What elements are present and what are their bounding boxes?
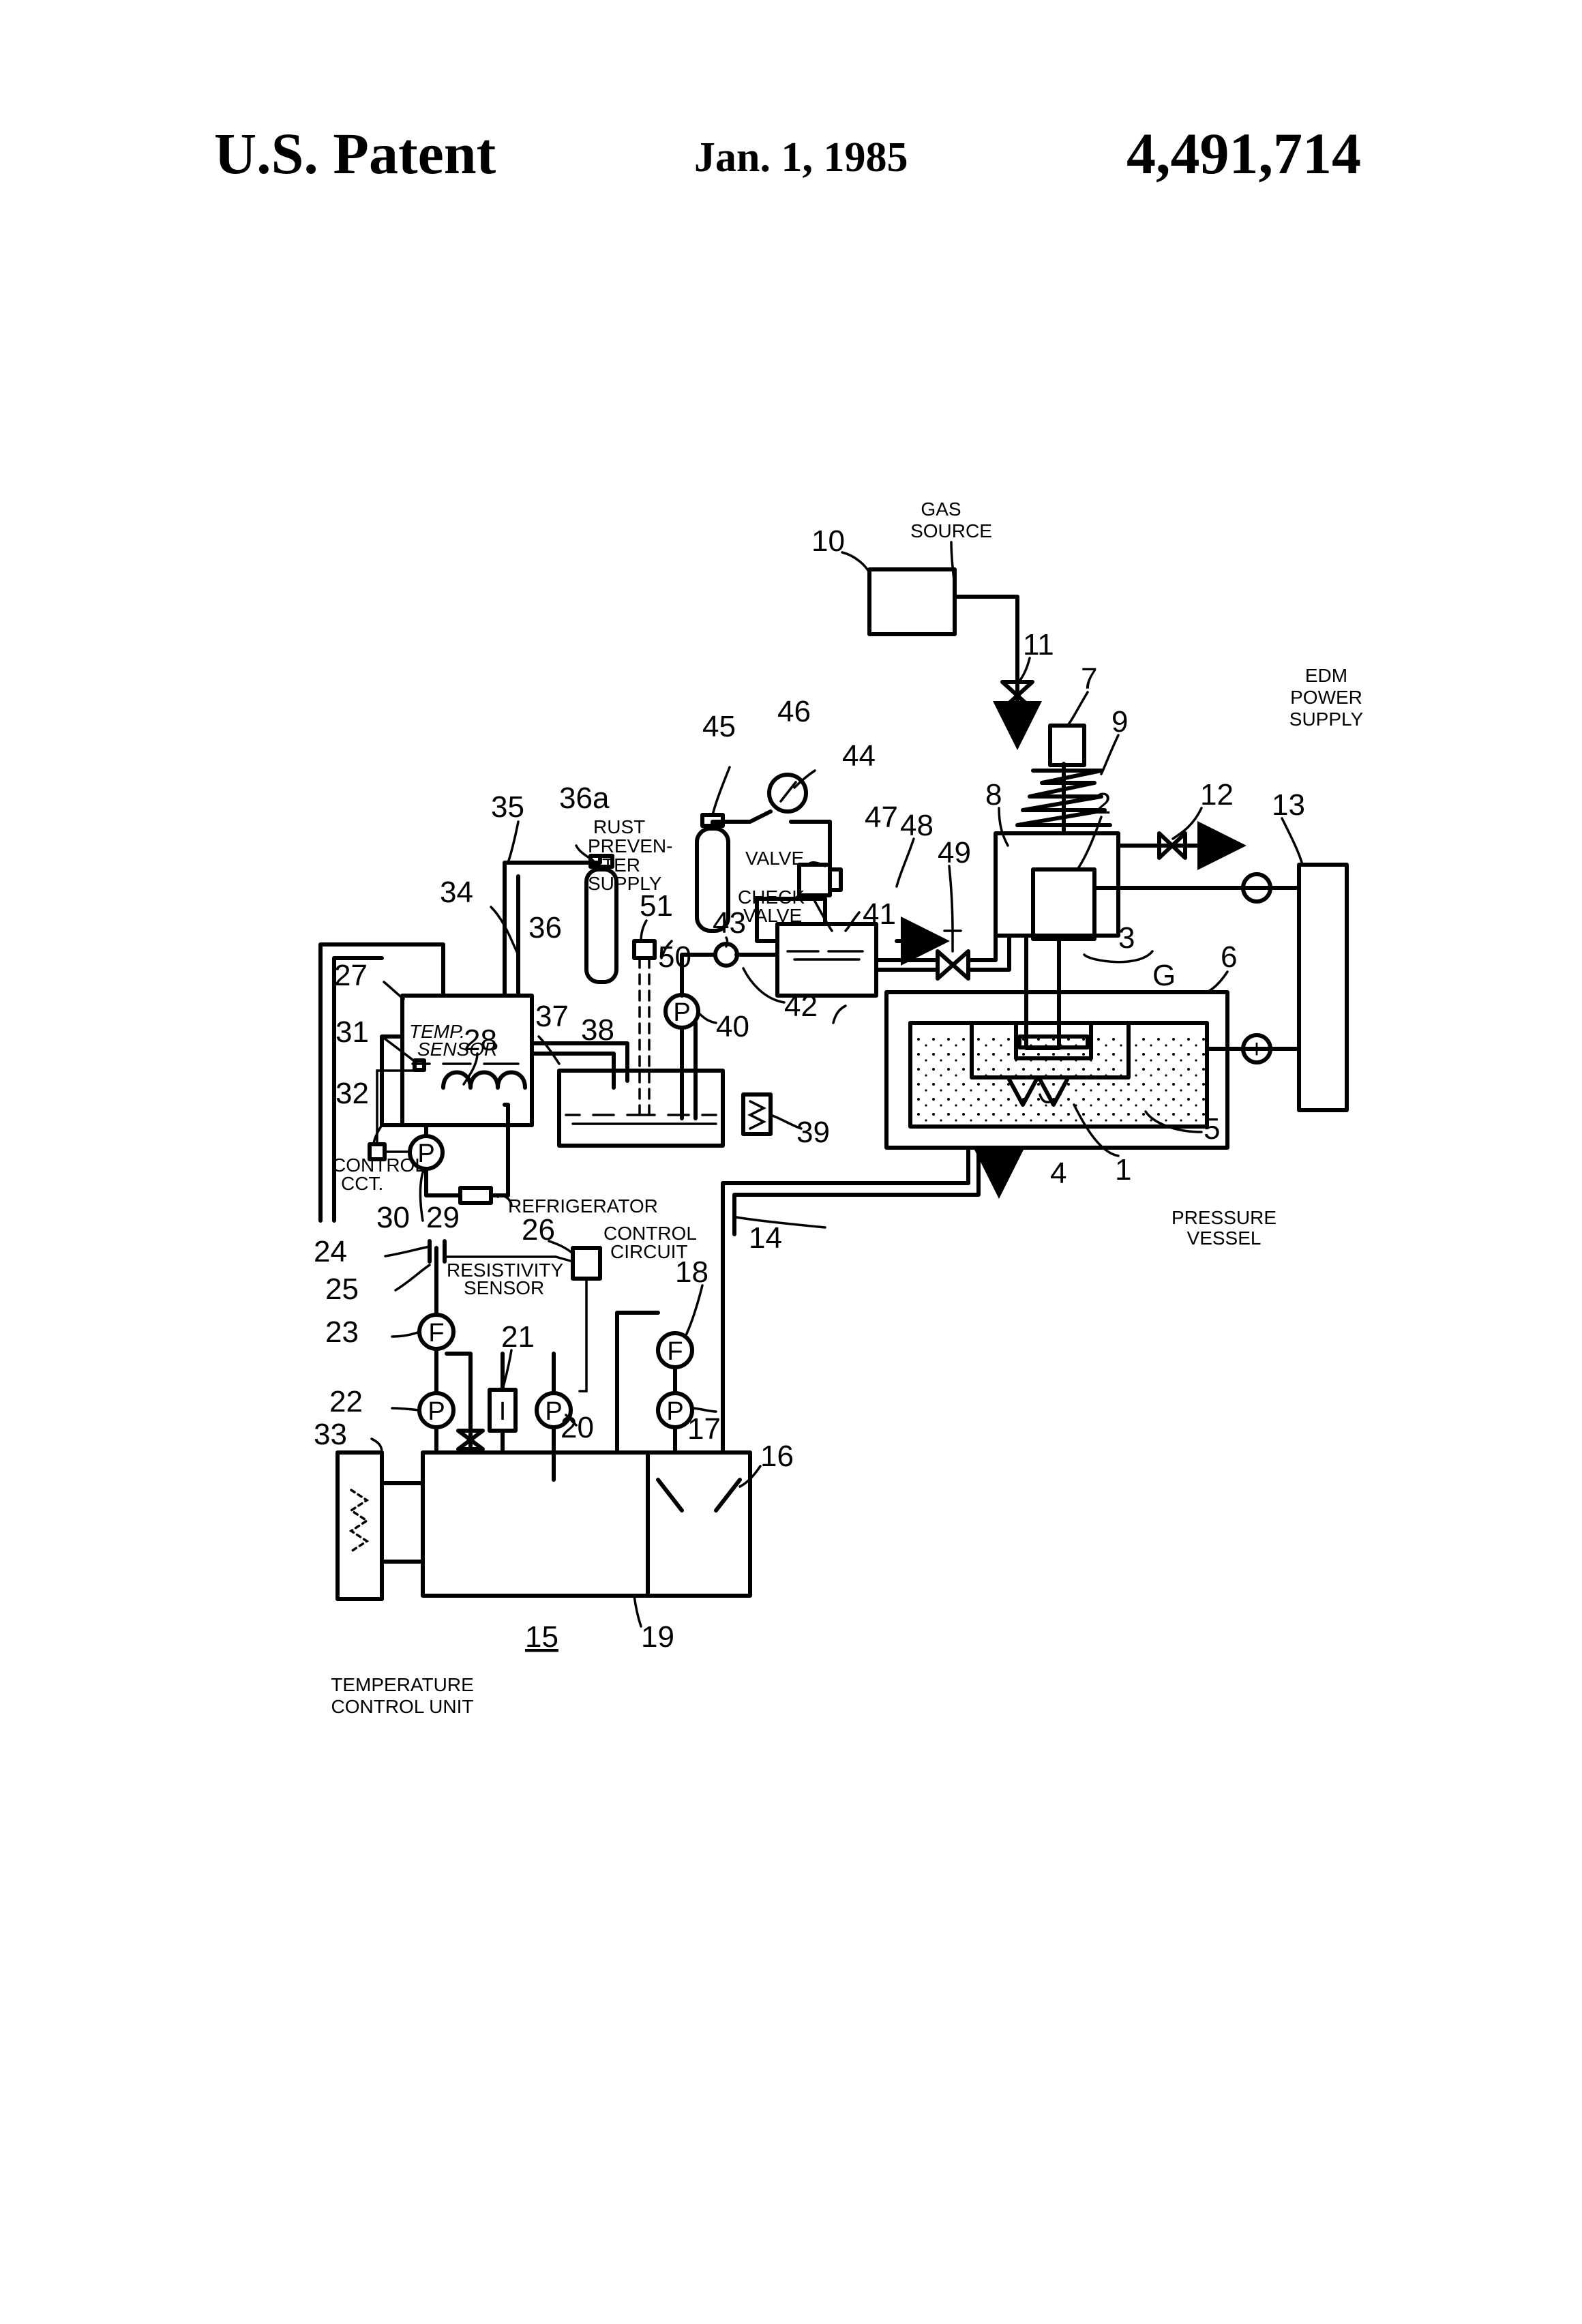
label-sensor: SENSOR <box>417 1039 498 1060</box>
heat-exchanger-39 <box>743 1094 771 1134</box>
electrode-holder-2 <box>1033 869 1094 939</box>
filter-23-symbol: F <box>428 1319 444 1347</box>
ref-9: 9 <box>1111 705 1128 739</box>
ref-44: 44 <box>842 739 876 773</box>
ref-42: 42 <box>784 989 818 1023</box>
ref-31: 31 <box>335 1015 369 1049</box>
ref-51: 51 <box>640 889 673 923</box>
label-edm: EDM <box>1305 665 1347 686</box>
ref-20: 20 <box>561 1411 594 1444</box>
label-res-sensor: SENSOR <box>464 1277 544 1298</box>
supply-line-50 <box>640 958 649 1118</box>
ref-4: 4 <box>1050 1157 1066 1190</box>
ref-32: 32 <box>335 1077 369 1110</box>
label-cct: CCT. <box>341 1173 383 1194</box>
ref-30: 30 <box>376 1201 410 1234</box>
gas-line <box>955 597 1017 738</box>
ref-34: 34 <box>440 876 473 909</box>
ref-14: 14 <box>749 1221 782 1255</box>
main-reservoir-19 <box>423 1452 750 1596</box>
label-vessel: VESSEL <box>1187 1227 1262 1249</box>
ref-40: 40 <box>716 1010 749 1043</box>
supply-valve-49 <box>938 951 968 979</box>
ref-45: 45 <box>702 710 736 743</box>
refrigerator-29 <box>460 1188 491 1203</box>
ref-23: 23 <box>325 1315 359 1349</box>
ref-36a: 36a <box>559 781 610 815</box>
ref-50: 50 <box>658 940 691 974</box>
ref-15: 15 <box>525 1620 558 1654</box>
valve-51 <box>634 941 655 958</box>
ref-37: 37 <box>535 1000 569 1033</box>
ref-33: 33 <box>314 1418 347 1451</box>
label-power: POWER <box>1290 687 1362 708</box>
pump-20-symbol: P <box>545 1397 562 1426</box>
label-preven: PREVEN- <box>588 835 672 856</box>
ref-41: 41 <box>863 897 896 931</box>
label-valve: VALVE <box>745 848 804 869</box>
label-source: SOURCE <box>910 520 992 541</box>
ref-6: 6 <box>1221 940 1237 974</box>
ref-2: 2 <box>1094 787 1111 820</box>
ref-29: 29 <box>426 1201 460 1234</box>
label-pressure: PRESSURE <box>1171 1207 1277 1228</box>
ref-49: 49 <box>938 836 971 869</box>
label-circuit: CIRCUIT <box>610 1241 688 1262</box>
upper-chamber-8 <box>996 833 1118 936</box>
ref-19: 19 <box>641 1620 674 1654</box>
ref-13: 13 <box>1272 788 1305 822</box>
ref-22: 22 <box>329 1385 363 1418</box>
minus-symbol: − <box>1249 874 1264 903</box>
gas-source-box <box>869 569 955 634</box>
ref-35: 35 <box>491 790 524 824</box>
ref-3: 3 <box>1118 921 1135 955</box>
ref-16: 16 <box>760 1440 794 1473</box>
pump-40-symbol: P <box>673 998 690 1027</box>
ref-38: 38 <box>581 1013 614 1047</box>
quill-7 <box>1050 726 1084 765</box>
ref-25: 25 <box>325 1272 359 1306</box>
ref-36: 36 <box>528 911 562 944</box>
ref-7: 7 <box>1081 662 1097 696</box>
label-control-unit: CONTROL UNIT <box>331 1696 474 1717</box>
ref-27: 27 <box>334 959 368 992</box>
ref-21: 21 <box>501 1320 535 1354</box>
ref-12: 12 <box>1200 778 1234 811</box>
ref-5: 5 <box>1204 1112 1220 1146</box>
pump-17-symbol: P <box>666 1397 683 1426</box>
label-supply-rp: SUPPLY <box>588 873 662 894</box>
plus-symbol: + <box>1249 1035 1264 1064</box>
ref-17: 17 <box>687 1412 721 1446</box>
ion-exchanger-symbol: I <box>499 1397 507 1426</box>
ref-48: 48 <box>900 809 934 842</box>
pump-22-symbol: P <box>428 1397 445 1426</box>
ref-24: 24 <box>314 1235 347 1268</box>
label-refrigerator: REFRIGERATOR <box>508 1195 658 1217</box>
component-symbols: P P F P I P F P − + <box>417 874 1264 1426</box>
control-circuit-26 <box>573 1248 600 1279</box>
label-check-valve: VALVE <box>743 905 802 926</box>
ref-46: 46 <box>777 695 811 728</box>
ref-11: 11 <box>1023 628 1054 661</box>
ref-39: 39 <box>796 1116 830 1149</box>
label-supply: SUPPLY <box>1289 709 1364 730</box>
ref-43: 43 <box>713 906 746 940</box>
ref-26: 26 <box>522 1213 555 1247</box>
ref-1: 1 <box>1115 1153 1131 1187</box>
edm-power-supply-13 <box>1299 865 1347 1110</box>
label-temperature: TEMPERATURE <box>331 1674 474 1695</box>
label-gas: GAS <box>921 498 961 520</box>
pump-30-symbol: P <box>417 1139 434 1168</box>
ref-47: 47 <box>865 801 898 834</box>
ref-8: 8 <box>985 778 1002 811</box>
reservoir-38 <box>559 1071 723 1146</box>
cooling-coil-28 <box>443 1073 525 1088</box>
label-gap-g: G <box>1152 959 1176 992</box>
filter-18-symbol: F <box>667 1337 683 1366</box>
label-rust: RUST <box>593 816 645 837</box>
ref-10: 10 <box>811 524 845 558</box>
